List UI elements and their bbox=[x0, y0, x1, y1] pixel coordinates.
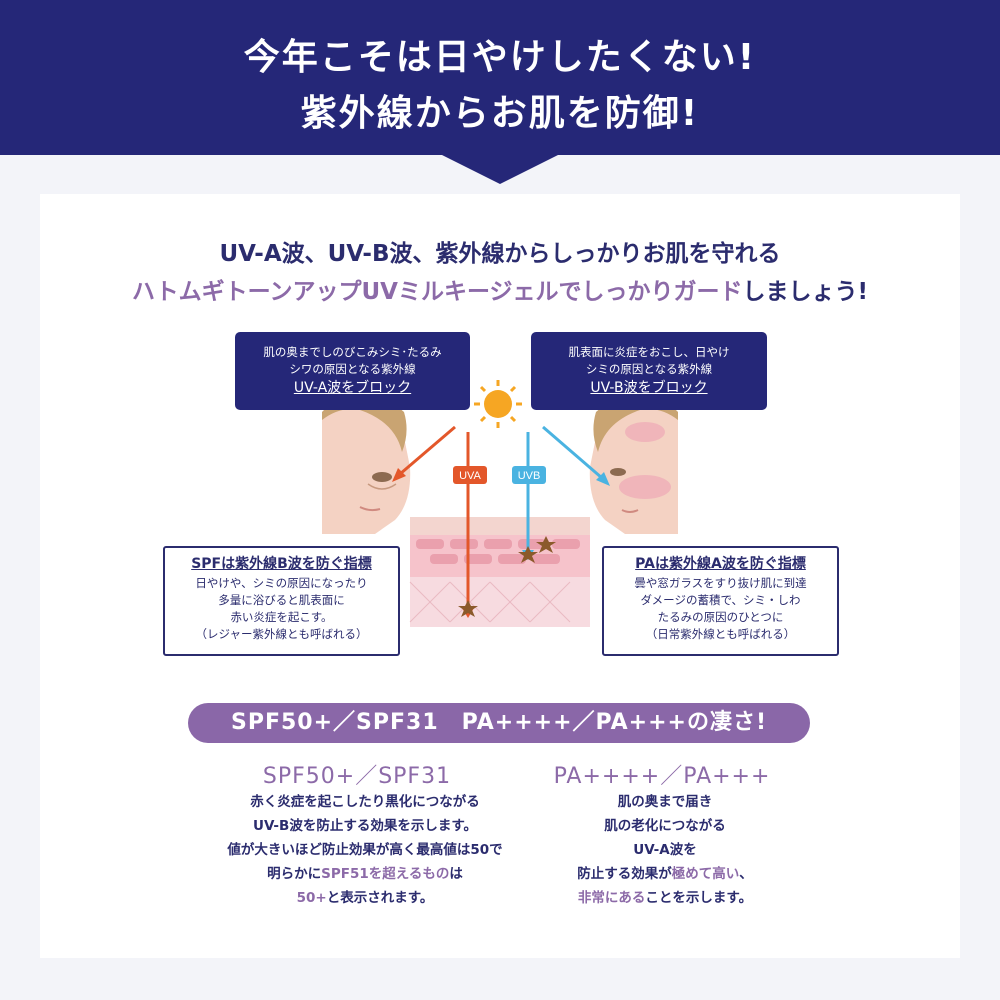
pa-box-line-4: （日常紫外線とも呼ばれる） bbox=[645, 627, 796, 641]
pa-box-line-2: ダメージの蓄積で、シミ・しわ bbox=[640, 593, 801, 607]
spf-col-line-4-b: は bbox=[449, 866, 463, 882]
spf-box-line-4: （レジャー紫外線とも呼ばれる） bbox=[195, 627, 368, 641]
pa-col-line-4-a: 防止する効果が bbox=[577, 866, 672, 882]
spf-box-line-3: 赤い炎症を起こす。 bbox=[230, 610, 333, 624]
spf-box-line-1: 日やけや、シミの原因になったり bbox=[195, 576, 368, 590]
pa-col-line-5: 非常にあることを示します。 bbox=[520, 886, 810, 910]
pa-col-line-1: 肌の奥まで届き bbox=[617, 794, 713, 810]
pa-col-line-4: 防止する効果が極めて高い、 bbox=[520, 862, 810, 886]
intro-line-2: ハトムギトーンアップUVミルキージェルでしっかりガードしましょう! bbox=[0, 272, 1000, 306]
pa-col-line-4-b: 、 bbox=[739, 866, 753, 882]
uva-box-emphasis: UV-A波をブロック bbox=[293, 380, 412, 396]
pa-info-box: PAは紫外線A波を防ぐ指標 曇や窓ガラスをすり抜け肌に到達 ダメージの蓄積で、シ… bbox=[602, 546, 839, 656]
spf-col-line-5-highlight: 50+ bbox=[296, 890, 327, 906]
spf-col-line-3: 値が大きいほど防止効果が高く最高値は50で bbox=[227, 842, 503, 858]
spf-box-line-2: 多量に浴びると肌表面に bbox=[218, 593, 345, 607]
sunburned-face-illustration bbox=[589, 392, 678, 534]
impact-star-icon bbox=[458, 536, 556, 617]
pa-col-line-5-b: ことを示します。 bbox=[645, 890, 753, 906]
intro-rest: しましょう! bbox=[742, 279, 869, 305]
spf-column-title: SPF50+／SPF31 bbox=[262, 764, 452, 789]
pa-box-title: PAは紫外線A波を防ぐ指標 bbox=[635, 556, 806, 572]
uva-info-box: 肌の奥までしのびこみシミ･たるみ シワの原因となる紫外線 UV-A波をブロック bbox=[235, 332, 470, 410]
uvb-info-box: 肌表面に炎症をおこし、日やけ シミの原因となる紫外線 UV-B波をブロック bbox=[531, 332, 767, 410]
aged-face-illustration bbox=[322, 392, 411, 534]
uvb-label-badge bbox=[512, 466, 546, 484]
pa-box-line-1: 曇や窓ガラスをすり抜け肌に到達 bbox=[634, 576, 807, 590]
uvb-box-line-2: シミの原因となる紫外線 bbox=[585, 362, 713, 376]
spf-col-line-4-a: 明らかに bbox=[267, 866, 322, 882]
uva-box-line-1: 肌の奥までしのびこみシミ･たるみ bbox=[263, 345, 442, 359]
uvb-box-line-1: 肌表面に炎症をおこし、日やけ bbox=[568, 345, 730, 359]
header-title-line-1: 今年こそは日やけしたくない! bbox=[243, 37, 757, 78]
spf-column-text: 赤く炎症を起こしたり黒化につながる UV-B波を防止する効果を示します。 値が大… bbox=[200, 790, 530, 910]
intro-highlight: ハトムギトーンアップUVミルキージェルでしっかりガード bbox=[131, 279, 743, 305]
header-arrow bbox=[440, 154, 560, 184]
uvb-box-emphasis: UV-B波をブロック bbox=[590, 380, 708, 396]
header-title-line-2: 紫外線からお肌を防御! bbox=[300, 93, 700, 134]
intro-line-1: UV-A波、UV-B波、紫外線からしっかりお肌を守れる bbox=[219, 241, 781, 267]
spf-pa-banner: SPF50+／SPF31 PA++++／PA+++の凄さ! bbox=[188, 703, 810, 743]
spf-col-line-4-highlight: SPF51を超えるもの bbox=[321, 866, 450, 882]
pa-col-line-3: UV-A波を bbox=[633, 842, 697, 858]
spf-col-line-5-b: と表示されます。 bbox=[326, 890, 434, 906]
spf-col-line-4: 明らかにSPF51を超えるものは bbox=[200, 862, 530, 886]
header-banner: 今年こそは日やけしたくない! 紫外線からお肌を防御! bbox=[0, 0, 1000, 155]
spf-col-line-2: UV-B波を防止する効果を示します。 bbox=[253, 818, 477, 834]
spf-box-title: SPFは紫外線B波を防ぐ指標 bbox=[191, 556, 372, 572]
spf-col-line-5: 50+と表示されます。 bbox=[200, 886, 530, 910]
spf-info-box: SPFは紫外線B波を防ぐ指標 日やけや、シミの原因になったり 多量に浴びると肌表… bbox=[163, 546, 400, 656]
uva-label-badge bbox=[453, 466, 487, 484]
uva-label: UVA bbox=[459, 470, 481, 482]
uvb-label: UVB bbox=[518, 470, 541, 482]
spf-col-line-1: 赤く炎症を起こしたり黒化につながる bbox=[250, 794, 480, 810]
pa-column-title: PA++++／PA+++ bbox=[553, 764, 771, 789]
pa-col-line-5-highlight: 非常にある bbox=[577, 890, 646, 906]
pa-column-text: 肌の奥まで届き 肌の老化につながる UV-A波を 防止する効果が極めて高い、 非… bbox=[520, 790, 810, 910]
pa-col-line-4-highlight: 極めて高い bbox=[671, 866, 740, 882]
pa-col-line-2: 肌の老化につながる bbox=[604, 818, 726, 834]
sun-icon bbox=[474, 380, 522, 428]
pa-box-line-3: たるみの原因のひとつに bbox=[657, 610, 784, 624]
uva-box-line-2: シワの原因となる紫外線 bbox=[289, 362, 416, 376]
skin-layer-illustration bbox=[409, 517, 590, 627]
